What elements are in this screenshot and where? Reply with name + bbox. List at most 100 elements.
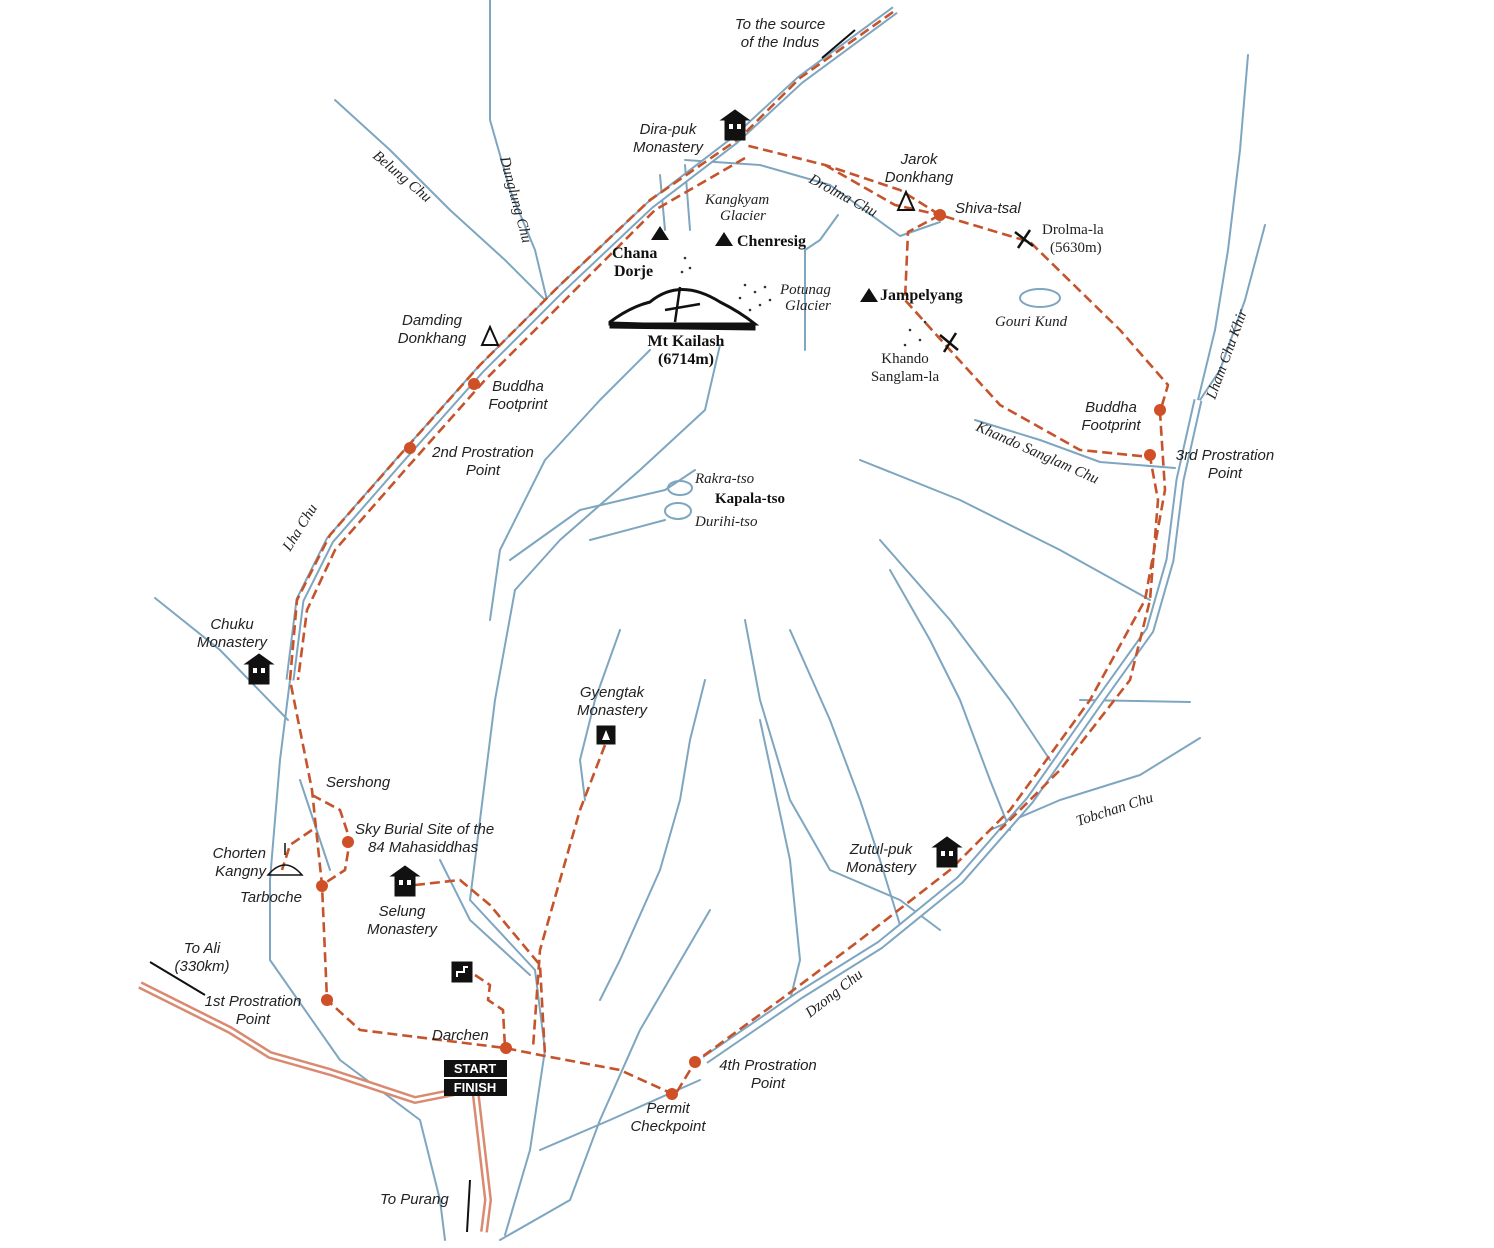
route-gyengtak xyxy=(531,744,607,1049)
lake-gouri-kund xyxy=(1019,288,1061,308)
glacier-icon xyxy=(680,256,927,347)
third-prostration-point[interactable] xyxy=(1144,449,1156,461)
river-drolma-chu xyxy=(684,159,941,237)
river-east-c xyxy=(889,569,1011,831)
second-prostration-point[interactable] xyxy=(404,442,416,454)
mt-kailash-icon xyxy=(608,286,760,331)
route-chorten xyxy=(280,828,313,871)
pass-icon xyxy=(939,229,1034,353)
label-gouri-kund: Gouri Kund xyxy=(995,314,1068,330)
tarboche-point[interactable] xyxy=(316,880,328,892)
route-darchen-spur xyxy=(474,973,507,1049)
river-south-a xyxy=(579,629,621,801)
darchen-point[interactable] xyxy=(500,1042,512,1054)
road xyxy=(138,981,492,1233)
label-mt-kailash: Mt Kailash(6714m) xyxy=(648,333,725,368)
river-central-b xyxy=(489,349,651,621)
label-sershong: Sershong xyxy=(326,774,391,791)
river-branch xyxy=(804,214,839,351)
points xyxy=(316,209,1166,1100)
river-branch xyxy=(659,174,666,231)
icons xyxy=(149,29,1034,1233)
river-belung-chu xyxy=(334,99,546,301)
fourth-prostration-point[interactable] xyxy=(689,1056,701,1068)
gyengtak-monastery-icon xyxy=(596,725,616,745)
label-kapala-tso: Kapala-tso xyxy=(715,491,785,507)
route-khando-sanglam xyxy=(903,213,1160,831)
label-to-ali: To Ali(330km) xyxy=(174,940,229,975)
label-drolma-la: Drolma-la(5630m) xyxy=(1042,222,1104,256)
label-chenresig: Chenresig xyxy=(737,233,806,250)
first-prostration-point[interactable] xyxy=(321,994,333,1006)
label-finish: FINISH xyxy=(454,1080,497,1095)
river-south-f xyxy=(499,909,711,1241)
river-south-c xyxy=(744,619,941,931)
route-selung xyxy=(414,878,547,1057)
label-dunglung-chu: Dunglung Chu xyxy=(496,154,535,245)
river-khando-sanglam-chu xyxy=(974,419,1176,469)
monastery-icon xyxy=(931,836,963,868)
label-lha-chu: Lha Chu xyxy=(279,501,321,555)
lake-rakra-tso xyxy=(667,480,693,496)
main-rivers xyxy=(285,6,1203,1064)
route-main xyxy=(288,10,1170,1097)
river-lha-chu-lower xyxy=(269,679,446,1241)
label-shiva-tsal: Shiva-tsal xyxy=(955,200,1022,217)
river-south-b xyxy=(599,679,706,1001)
tent-icon xyxy=(480,189,916,346)
buddha-footprint-east-point[interactable] xyxy=(1154,404,1166,416)
label-darchen: Darchen xyxy=(432,1027,489,1044)
river-south-d xyxy=(789,629,901,926)
river-chuku xyxy=(154,597,289,721)
label-belung-chu: Belung Chu xyxy=(369,148,434,206)
label-tobchan-chu: Tobchan Chu xyxy=(1074,790,1155,830)
river-dzong-chu-inner xyxy=(703,399,1201,1063)
label-jampelyang: Jampelyang xyxy=(880,287,963,304)
shiva-tsal-point[interactable] xyxy=(934,209,946,221)
label-rakra-tso: Rakra-tso xyxy=(694,471,755,487)
river-lham-chu-khir-upper xyxy=(1197,54,1249,401)
monastery-icon xyxy=(389,865,421,897)
label-tarboche: Tarboche xyxy=(240,889,302,906)
buddha-footprint-west-point[interactable] xyxy=(468,378,480,390)
river-tobchan-chu xyxy=(989,737,1201,831)
sky-burial-point[interactable] xyxy=(342,836,354,848)
river-central xyxy=(469,344,721,1236)
lake-durihi-tso xyxy=(664,502,692,520)
river-east xyxy=(859,459,1151,601)
chorten-icon xyxy=(266,843,304,876)
guesthouse-icon xyxy=(451,961,473,983)
route-shiva-shortcut xyxy=(824,163,941,217)
label-to-purang: To Purang xyxy=(380,1191,449,1208)
monastery-icon xyxy=(719,109,751,141)
start-badge xyxy=(444,1060,507,1077)
river-branch xyxy=(1199,224,1266,401)
river-south-e xyxy=(759,719,801,1001)
label-durihi-tso: Durihi-tso xyxy=(694,514,758,530)
river-east-b xyxy=(879,539,1051,761)
label-start: START xyxy=(454,1061,496,1076)
permit-checkpoint-point[interactable] xyxy=(666,1088,678,1100)
route-inner xyxy=(296,156,746,681)
